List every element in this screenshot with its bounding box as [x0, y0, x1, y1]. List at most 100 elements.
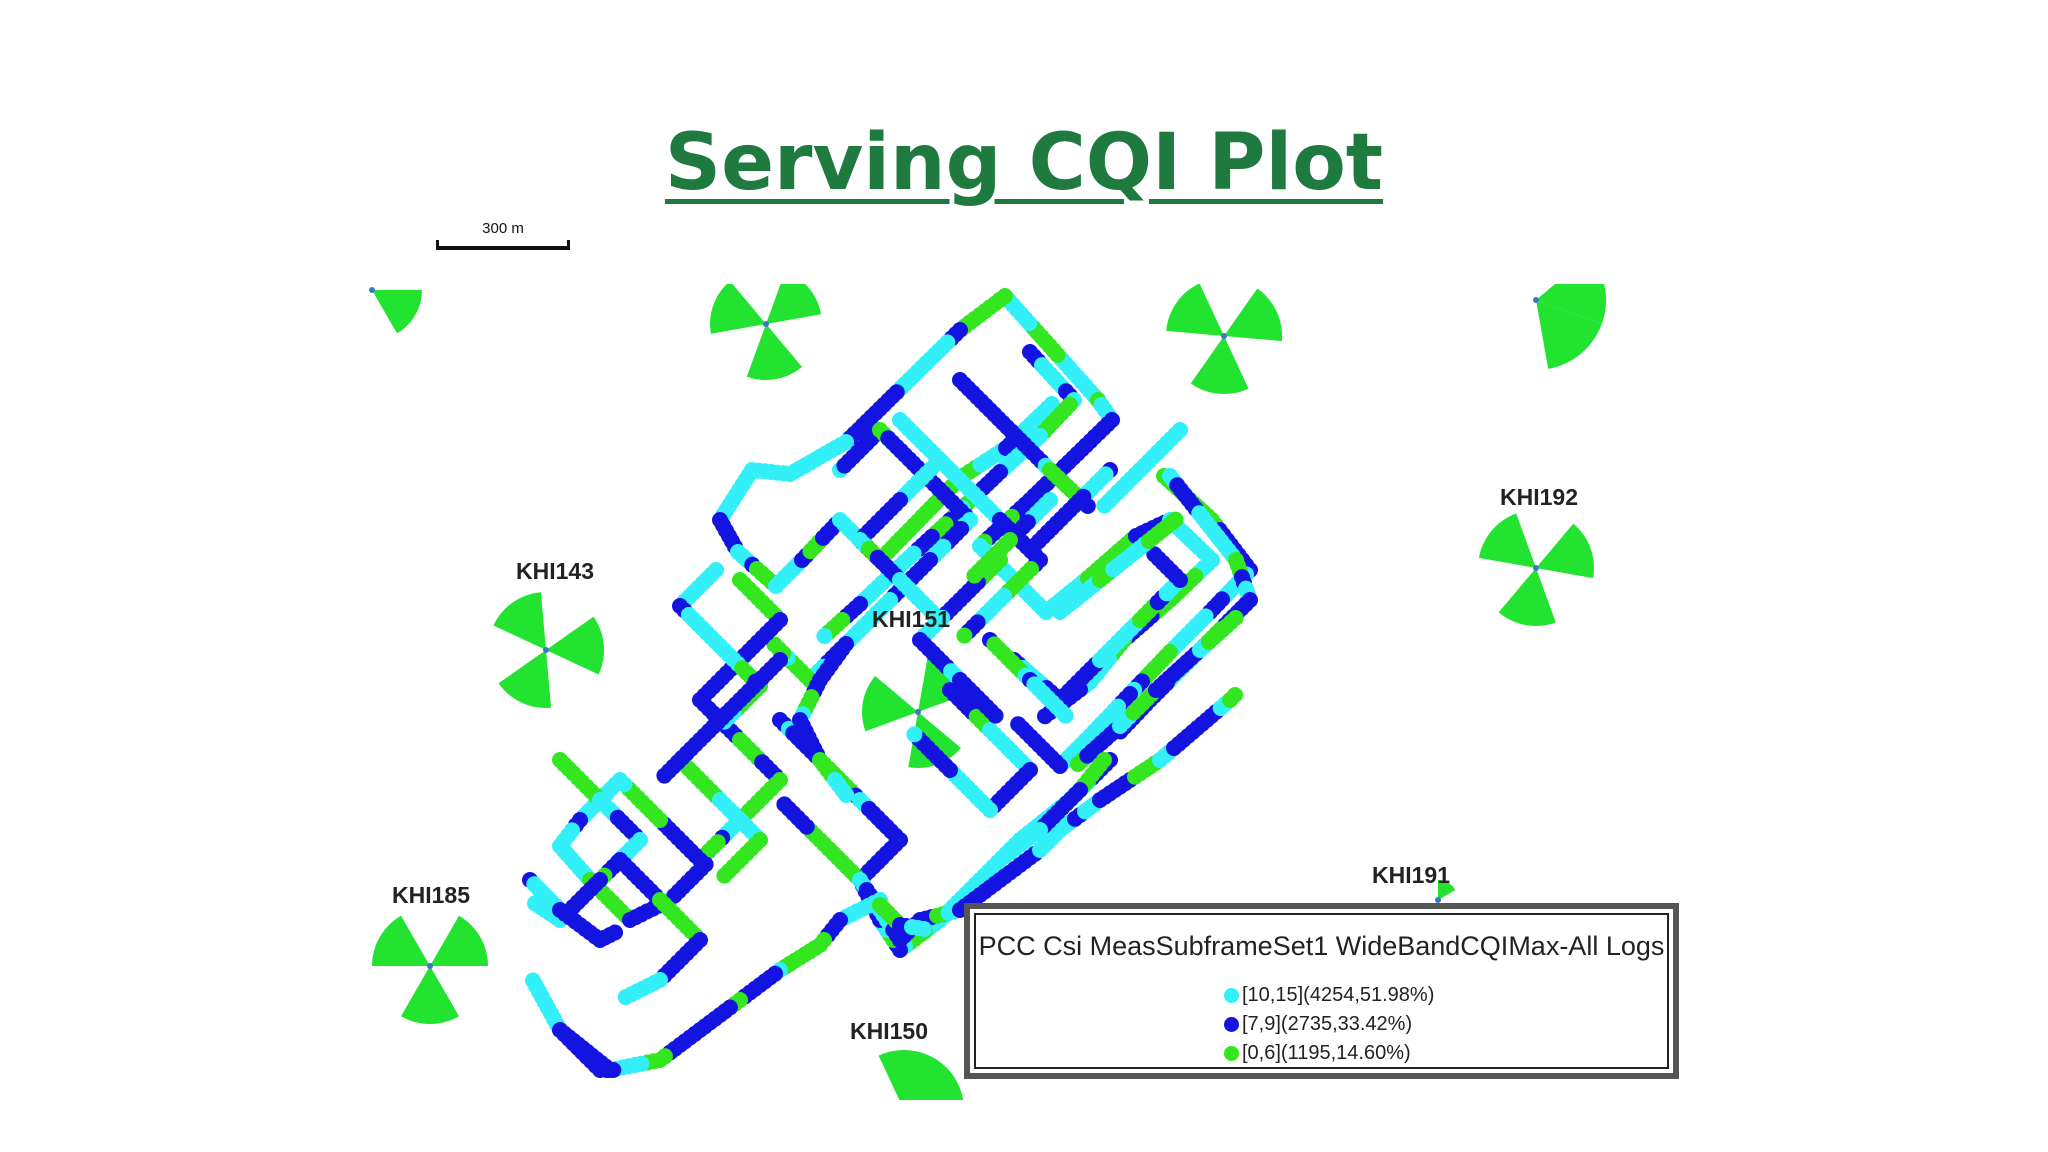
sector-wedge: [1166, 284, 1224, 336]
site-center-dot: [1533, 297, 1539, 303]
drive-route-layer: [522, 288, 1258, 1078]
sector-wedge: [1536, 284, 1606, 324]
legend-label-high: [10,15](4254,51.98%): [1242, 984, 1435, 1006]
site-khi185-sector-icon: [372, 915, 488, 1024]
site-center-dot: [1533, 565, 1539, 571]
measurement-point: [1096, 497, 1113, 514]
measurement-point: [1037, 708, 1053, 725]
route-segment: [522, 872, 623, 948]
route-segment: [552, 1022, 622, 1078]
site-center-dot: [915, 709, 921, 715]
measurement-point: [997, 848, 1013, 865]
route-segment: [982, 632, 1074, 724]
site-center-dot: [543, 647, 549, 653]
measurement-point: [697, 856, 714, 873]
legend-items: [10,15](4254,51.98%) [7,9](2735,33.42%) …: [1224, 981, 1434, 1068]
measurement-point: [617, 989, 634, 1006]
measurement-point: [766, 636, 783, 653]
legend-item-high: [10,15](4254,51.98%): [1224, 981, 1434, 1010]
legend-dot-mid: [1224, 1017, 1239, 1032]
legend-item-low: [0,6](1195,14.60%): [1224, 1039, 1434, 1068]
route-segment: [892, 412, 1048, 644]
measurement-point: [656, 767, 673, 784]
site-center-dot: [427, 963, 433, 969]
measurement-point: [716, 867, 733, 884]
measurement-point: [605, 1062, 622, 1078]
sector-wedge: [430, 915, 488, 966]
site-north-3-sector-icon: [1533, 284, 1606, 369]
sector-wedge: [498, 650, 552, 709]
measurement-point: [838, 787, 855, 803]
route-segment: [656, 652, 788, 784]
route-segment: [1052, 511, 1184, 620]
sector-wedge: [710, 284, 766, 334]
measurement-point: [987, 707, 1004, 724]
sector-wedge: [1190, 336, 1249, 395]
page-title: Serving CQI Plot: [664, 118, 1384, 208]
site-label-khi143: KHI143: [516, 558, 594, 584]
measurement-point: [1227, 687, 1243, 703]
site-center-dot: [369, 287, 375, 293]
measurement-point: [906, 726, 923, 743]
sector-wedge: [908, 712, 961, 768]
site-north-2-sector-icon: [1166, 284, 1283, 395]
measurement-point: [956, 627, 973, 644]
sector-wedge: [1438, 880, 1456, 900]
legend-label-mid: [7,9](2735,33.42%): [1242, 1013, 1413, 1035]
route-segment: [912, 826, 1064, 928]
legend-item-mid: [7,9](2735,33.42%): [1224, 1010, 1434, 1039]
measurement-point: [1227, 610, 1244, 626]
legend-label-low: [0,6](1195,14.60%): [1242, 1042, 1411, 1064]
legend-dot-high: [1224, 988, 1239, 1003]
site-khi192-sector-icon: [1478, 513, 1594, 626]
site-khi150-sector-icon: [878, 1050, 964, 1113]
sector-wedge: [546, 616, 605, 675]
site-label-khi150: KHI150: [850, 1018, 928, 1044]
route-segment: [792, 636, 855, 803]
sector-wedge: [746, 324, 802, 380]
sector-wedge: [1478, 513, 1536, 568]
site-khi151-sector-icon: [862, 656, 971, 768]
route-segment: [1026, 462, 1118, 554]
sector-wedge: [766, 284, 822, 324]
measurement-point: [916, 921, 932, 937]
sector-wedge: [1224, 288, 1283, 342]
sector-wedge: [401, 966, 459, 1024]
site-label-layer: KHI143 KHI151 KHI192 KHI185 KHI191 KHI15…: [392, 484, 1578, 1044]
site-center-dot: [763, 321, 769, 327]
route-segment: [672, 752, 768, 884]
sector-layer: [369, 284, 1606, 1113]
site-center-dot: [901, 1107, 907, 1113]
sector-wedge: [493, 592, 546, 650]
legend-frame: PCC Csi MeasSubframeSet1 WideBandCQIMax-…: [974, 913, 1669, 1069]
measurement-point: [1026, 537, 1043, 554]
sector-wedge: [862, 676, 918, 732]
route-segment: [966, 492, 1058, 584]
route-segment: [872, 897, 932, 937]
sector-wedge: [372, 290, 422, 334]
cqi-legend: PCC Csi MeasSubframeSet1 WideBandCQIMax-…: [964, 903, 1679, 1079]
sector-wedge: [1536, 300, 1602, 369]
measurement-point: [776, 796, 793, 813]
route-segment: [906, 682, 1038, 818]
legend-title: PCC Csi MeasSubframeSet1 WideBandCQIMax-…: [978, 931, 1665, 961]
route-segment: [612, 852, 708, 1006]
site-north-west-sector-icon: [369, 287, 422, 334]
measurement-point: [816, 628, 833, 644]
sector-wedge: [1536, 523, 1594, 579]
site-label-khi192: KHI192: [1500, 484, 1578, 510]
site-center-dot: [1221, 333, 1227, 339]
site-khi143-sector-icon: [493, 592, 605, 709]
route-segment: [1096, 422, 1188, 514]
site-label-khi185: KHI185: [392, 882, 470, 908]
scale-bar: 300 m: [436, 220, 570, 250]
site-north-1-sector-icon: [710, 284, 822, 380]
measurement-point: [1057, 707, 1074, 724]
route-segment: [1070, 610, 1244, 772]
sector-wedge: [1498, 568, 1556, 626]
measurement-point: [966, 567, 983, 584]
site-khi191-sector-icon: [1435, 880, 1456, 903]
route-segment: [1052, 687, 1243, 838]
scale-line: [436, 240, 570, 250]
